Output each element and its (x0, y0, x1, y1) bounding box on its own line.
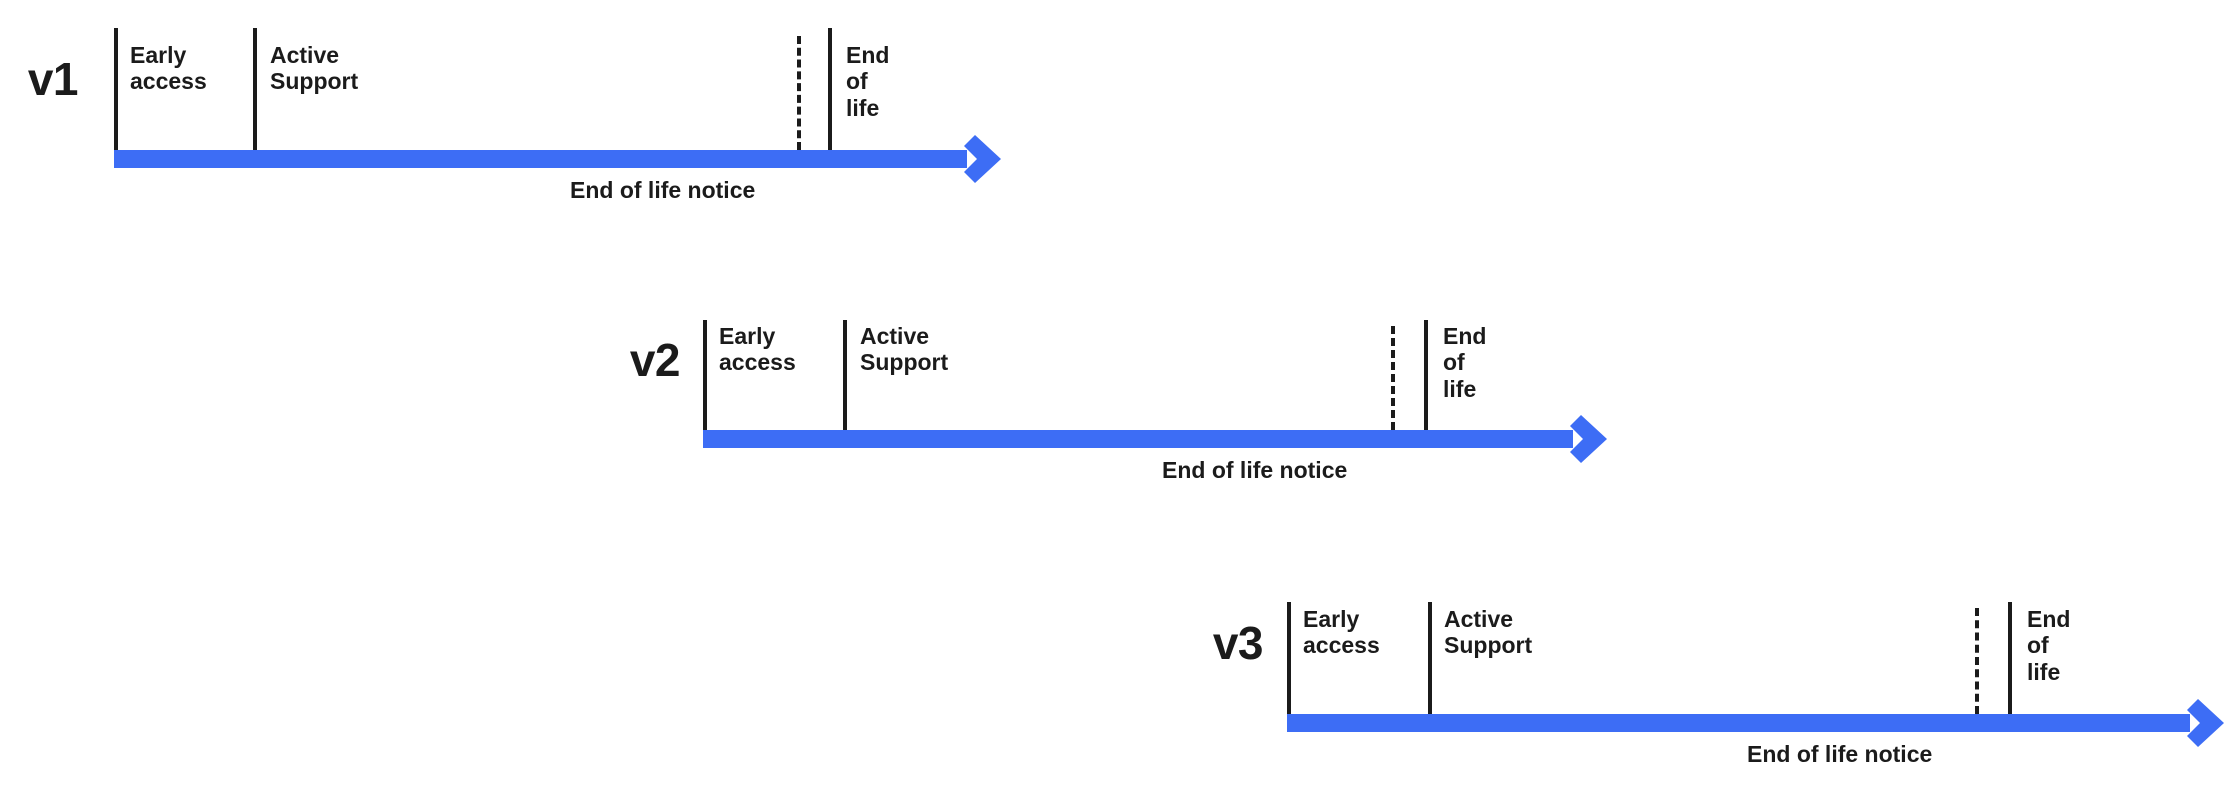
phase-label-early-access-v1: Early access (130, 42, 207, 95)
version-label-v3: v3 (1212, 617, 1264, 669)
phase-label-end-of-life-v1: End of life (846, 42, 890, 121)
eol-notice-label-v2: End of life notice (1162, 457, 1348, 483)
timeline-arrow-head-v3 (2187, 699, 2224, 747)
eol-notice-label-v1: End of life notice (570, 177, 756, 203)
version-label-v1: v1 (27, 53, 79, 105)
eol-notice-marker-v1 (797, 36, 801, 150)
timeline-arrow-shaft-v3 (1287, 714, 2190, 732)
phase-label-early-access-v3: Early access (1303, 606, 1380, 659)
phase-label-end-of-life-v2: End of life (1443, 323, 1487, 402)
phase-divider-early-access-start-v3 (1287, 602, 1291, 714)
phase-divider-active-support-start-v1 (253, 28, 257, 150)
timeline-arrow-shaft-v2 (703, 430, 1573, 448)
version-label-v2: v2 (629, 334, 681, 386)
timeline-arrow-shaft-v1 (114, 150, 967, 168)
phase-divider-end-of-life-start-v3 (2008, 602, 2012, 714)
timeline-arrow-head-v1 (964, 135, 1001, 183)
phase-divider-early-access-start-v1 (114, 28, 118, 150)
phase-label-active-support-v3: Active Support (1444, 606, 1533, 659)
phase-divider-active-support-start-v2 (843, 320, 847, 430)
phase-divider-early-access-start-v2 (703, 320, 707, 430)
timeline-arrow-v2 (703, 415, 1607, 463)
eol-notice-marker-v3 (1975, 608, 1979, 714)
timeline-arrow-v3 (1287, 699, 2228, 747)
timeline-arrow-head-v2 (1570, 415, 1607, 463)
eol-notice-marker-v2 (1391, 326, 1395, 430)
phase-label-end-of-life-v3: End of life (2027, 606, 2071, 685)
phase-divider-end-of-life-start-v1 (828, 28, 832, 150)
phase-label-active-support-v1: Active Support (270, 42, 359, 95)
phase-divider-end-of-life-start-v2 (1424, 320, 1428, 430)
phase-label-active-support-v2: Active Support (860, 323, 949, 376)
phase-label-early-access-v2: Early access (719, 323, 796, 376)
phase-divider-active-support-start-v3 (1428, 602, 1432, 714)
timeline-arrow-v1 (114, 135, 1014, 183)
eol-notice-label-v3: End of life notice (1747, 741, 1933, 767)
